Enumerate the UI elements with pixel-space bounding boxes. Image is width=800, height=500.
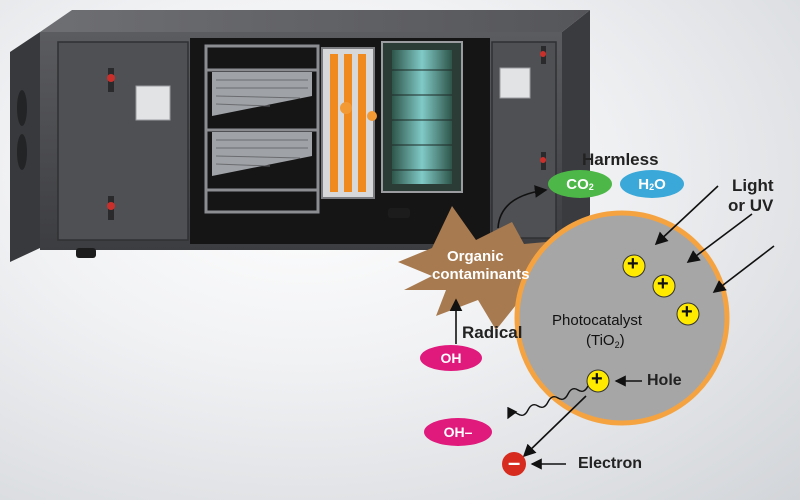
oh-radical-badge: OH xyxy=(420,345,482,371)
minus-icon: – xyxy=(508,450,521,475)
h2o-tail: O xyxy=(654,175,666,193)
tio2-sub: 2 xyxy=(614,340,620,351)
plus-icon: + xyxy=(681,301,693,323)
h2o-main: H xyxy=(638,175,650,193)
electron-label: Electron xyxy=(578,455,643,472)
contaminants-label: contaminants xyxy=(432,266,530,283)
hole-oxidation-wave xyxy=(507,385,589,420)
hole-plus-icon xyxy=(622,254,646,278)
uv-label: or UV xyxy=(728,196,774,215)
co2-sub: 2 xyxy=(588,182,594,193)
hole-plus-icon xyxy=(652,274,676,298)
to-harmless-arrow xyxy=(497,185,548,229)
plus-icon: + xyxy=(627,253,639,275)
co2-main: CO xyxy=(566,175,589,193)
photocatalyst-label: Photocatalyst xyxy=(552,312,643,329)
photocatalyst-circle xyxy=(514,210,730,426)
electron-minus-icon xyxy=(502,452,526,476)
organic-label: Organic xyxy=(447,248,504,265)
tio2-close: ) xyxy=(619,332,625,349)
radical-label: Radical xyxy=(462,323,523,342)
hydroxide-badge: OH– xyxy=(424,418,492,446)
plus-icon: + xyxy=(657,273,669,295)
tio2-open: (TiO xyxy=(586,332,615,349)
hole-label: Hole xyxy=(647,372,682,389)
light-arrow-3 xyxy=(712,245,775,293)
harmless-label: Harmless xyxy=(582,150,659,169)
tio2-label: (TiO2) xyxy=(586,332,625,351)
light-arrow-1 xyxy=(654,185,719,246)
hole-plus-icon xyxy=(586,369,610,393)
electron-arrow xyxy=(522,395,587,458)
plus-icon: + xyxy=(591,368,603,390)
light-arrow-2 xyxy=(686,213,753,263)
light-label: Light xyxy=(732,176,774,195)
hole-plus-icon xyxy=(676,302,700,326)
h2o-sub: 2 xyxy=(649,182,655,193)
